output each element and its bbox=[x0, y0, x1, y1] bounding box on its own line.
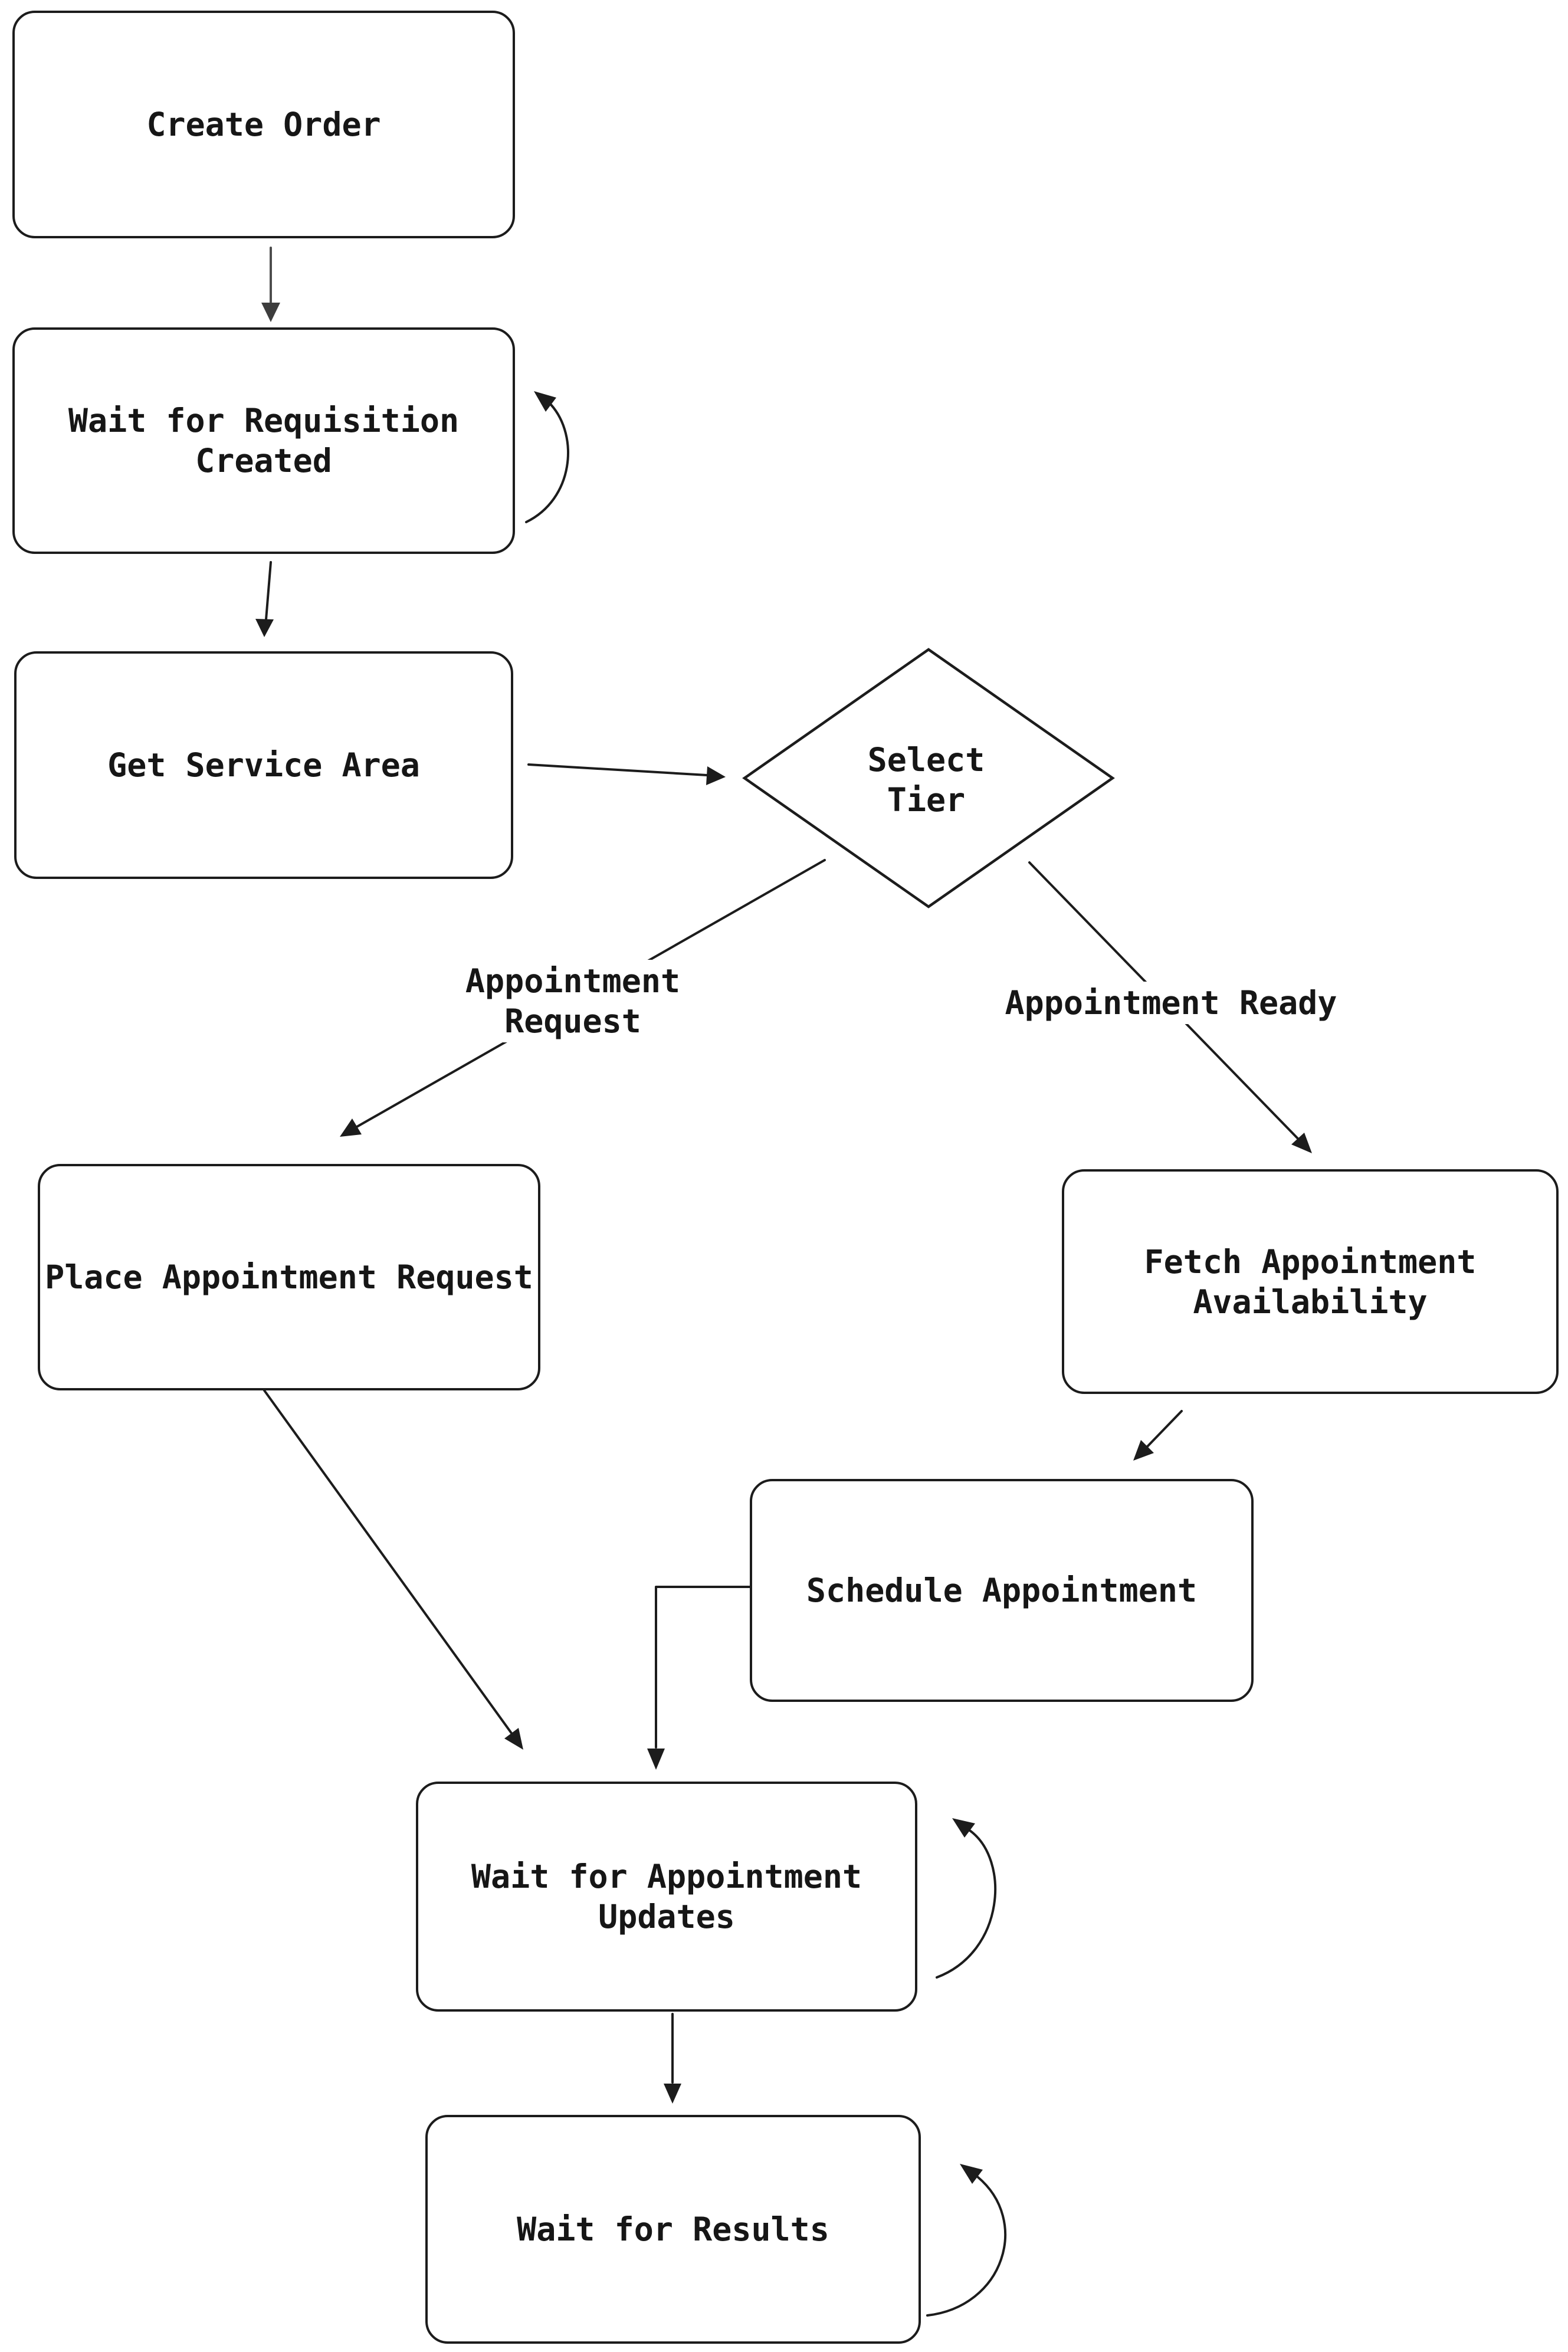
node-wait-for-results-label: Wait for Results bbox=[517, 2210, 829, 2248]
edge-schedule-to-wait-updates bbox=[655, 1586, 751, 1749]
arrowhead-select-tier-to-fetch-availability bbox=[1291, 1133, 1312, 1153]
node-fetch-appointment-availability: Fetch Appointment Availability bbox=[1062, 1169, 1559, 1394]
arrowhead-wait-updates-to-wait-results bbox=[664, 2084, 681, 2104]
node-wait-for-appointment-updates: Wait for Appointment Updates bbox=[416, 1782, 917, 2012]
edge-label-appointment-request: Appointment Request bbox=[427, 960, 719, 1042]
node-wait-for-results: Wait for Results bbox=[425, 2115, 921, 2344]
node-get-service-area: Get Service Area bbox=[14, 651, 513, 879]
node-wait-for-requisition-created: Wait for Requisition Created bbox=[12, 327, 515, 554]
arrowhead-fetch-availability-to-schedule bbox=[1133, 1440, 1154, 1461]
node-create-order-label: Create Order bbox=[146, 106, 381, 143]
edge-wait-updates-self-loop bbox=[936, 1829, 997, 1979]
arrowhead-wait-requisition-self-loop bbox=[534, 391, 556, 412]
arrowhead-place-request-to-wait-updates bbox=[504, 1728, 523, 1750]
node-create-order: Create Order bbox=[12, 11, 515, 238]
node-schedule-appointment: Schedule Appointment bbox=[750, 1479, 1254, 1702]
edge-place-request-to-wait-updates bbox=[263, 1389, 513, 1734]
edge-get-service-area-to-select-tier bbox=[527, 763, 708, 776]
node-place-appointment-request: Place Appointment Request bbox=[38, 1164, 540, 1390]
arrowhead-select-tier-to-place-request bbox=[340, 1118, 362, 1137]
edge-wait-results-self-loop bbox=[926, 2176, 1007, 2317]
arrowhead-wait-results-self-loop bbox=[960, 2164, 983, 2184]
edge-label-appointment-ready: Appointment Ready bbox=[983, 982, 1359, 1024]
select-tier-diamond bbox=[742, 648, 1115, 908]
node-schedule-appointment-label: Schedule Appointment bbox=[806, 1572, 1198, 1609]
node-select-tier-label: Select Tier bbox=[867, 741, 985, 819]
edge-fetch-availability-to-schedule bbox=[1146, 1410, 1183, 1448]
node-fetch-appointment-availability-label: Fetch Appointment Availability bbox=[1144, 1242, 1477, 1321]
arrowhead-wait-requisition-to-get-service-area bbox=[255, 619, 274, 637]
node-place-appointment-request-label: Place Appointment Request bbox=[45, 1258, 533, 1296]
node-wait-for-requisition-created-label: Wait for Requisition Created bbox=[68, 402, 460, 480]
node-get-service-area-label: Get Service Area bbox=[107, 746, 420, 784]
edge-wait-requisition-self-loop bbox=[525, 404, 569, 523]
edge-wait-requisition-to-get-service-area bbox=[264, 561, 272, 628]
arrowhead-create-order-to-wait-requisition bbox=[261, 303, 280, 322]
arrowhead-get-service-area-to-select-tier bbox=[706, 766, 726, 785]
arrowhead-schedule-to-wait-updates bbox=[647, 1749, 665, 1770]
node-wait-for-appointment-updates-label: Wait for Appointment Updates bbox=[471, 1858, 862, 1936]
arrowhead-wait-updates-self-loop bbox=[952, 1818, 975, 1838]
